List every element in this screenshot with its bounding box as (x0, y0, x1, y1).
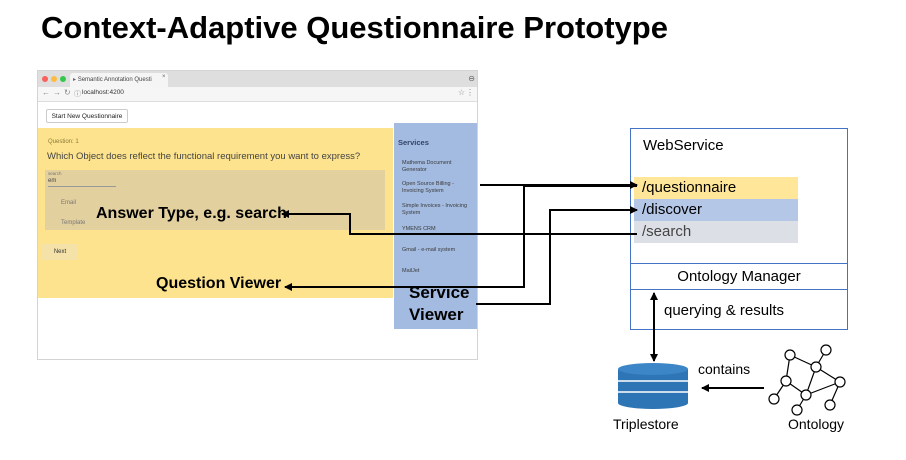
star-icon[interactable]: ☆ (457, 88, 465, 97)
profile-icon[interactable]: ⊖ (468, 74, 475, 83)
reload-icon[interactable]: ↻ (64, 88, 71, 97)
forward-icon[interactable]: → (53, 88, 61, 97)
search-input[interactable]: em (48, 178, 57, 184)
service-item[interactable]: MailJet (402, 268, 420, 274)
service-item[interactable]: Mathema Document Generator (402, 160, 452, 173)
divider (631, 263, 847, 264)
url-field[interactable]: localhost:4200 (82, 89, 124, 96)
triplestore-label: Triplestore (613, 416, 679, 432)
browser-tab[interactable]: ▸ Semantic Annotation Questi (70, 73, 168, 87)
arrow-question-viewer (284, 185, 637, 291)
route-search: /search (634, 221, 798, 243)
close-window-dot[interactable] (42, 76, 48, 82)
contains-label: contains (698, 361, 751, 377)
browser-tab-bar: ▸ Semantic Annotation Questi × ⊖ (38, 71, 477, 87)
arrow-search (281, 210, 637, 235)
info-icon: ⓘ (74, 91, 81, 98)
question-text: Which Object does reflect the functional… (47, 151, 361, 162)
tab-title: Semantic Annotation Questi (77, 77, 152, 83)
search-label: search (48, 171, 62, 176)
minimize-window-dot[interactable] (51, 76, 57, 82)
services-heading: Services (398, 138, 429, 147)
question-number: Question: 1 (48, 139, 79, 145)
page-title: Context-Adaptive Questionnaire Prototype (41, 10, 668, 45)
database-icon (618, 363, 688, 409)
back-icon[interactable]: ← (42, 88, 50, 97)
next-button[interactable]: Next (42, 244, 78, 260)
answer-box: search em Email Template (45, 170, 385, 230)
start-new-questionnaire-button[interactable]: Start New Questionnaire (46, 109, 128, 123)
ontology-label: Ontology (788, 416, 845, 432)
ontology-graph-icon (768, 344, 846, 416)
service-item[interactable]: Open Source Billing - Invoicing System (402, 181, 454, 194)
service-viewer-panel: Services Mathema Document Generator Open… (394, 123, 477, 329)
tab-close-icon[interactable]: × (162, 74, 166, 80)
arrow-discover (476, 206, 638, 305)
service-item[interactable]: Gmail - e-mail system (402, 247, 456, 253)
menu-icon[interactable]: ⋮ (466, 88, 474, 97)
divider (631, 289, 847, 290)
option-template[interactable]: Template (61, 220, 86, 226)
service-item[interactable]: Simple Invoices - Invoicing System (402, 203, 468, 216)
route-questionnaire: /questionnaire (634, 177, 798, 199)
ontology-manager-label: Ontology Manager (677, 268, 801, 285)
maximize-window-dot[interactable] (60, 76, 66, 82)
search-underline (48, 186, 116, 187)
question-viewer-label: Question Viewer (156, 275, 282, 292)
webservice-title: WebService (643, 137, 724, 154)
option-email[interactable]: Email (61, 200, 77, 206)
address-bar: ← → ↻ ⓘ localhost:4200 ☆ ⋮ (38, 87, 477, 102)
tab-favicon-icon: ▸ (73, 77, 77, 83)
answer-type-label: Answer Type, e.g. search (96, 205, 287, 222)
querying-results-label: querying & results (664, 302, 785, 319)
service-item[interactable]: YMENS CRM (402, 226, 436, 232)
route-discover: /discover (634, 199, 798, 221)
service-viewer-label-line2: Viewer (409, 305, 464, 324)
